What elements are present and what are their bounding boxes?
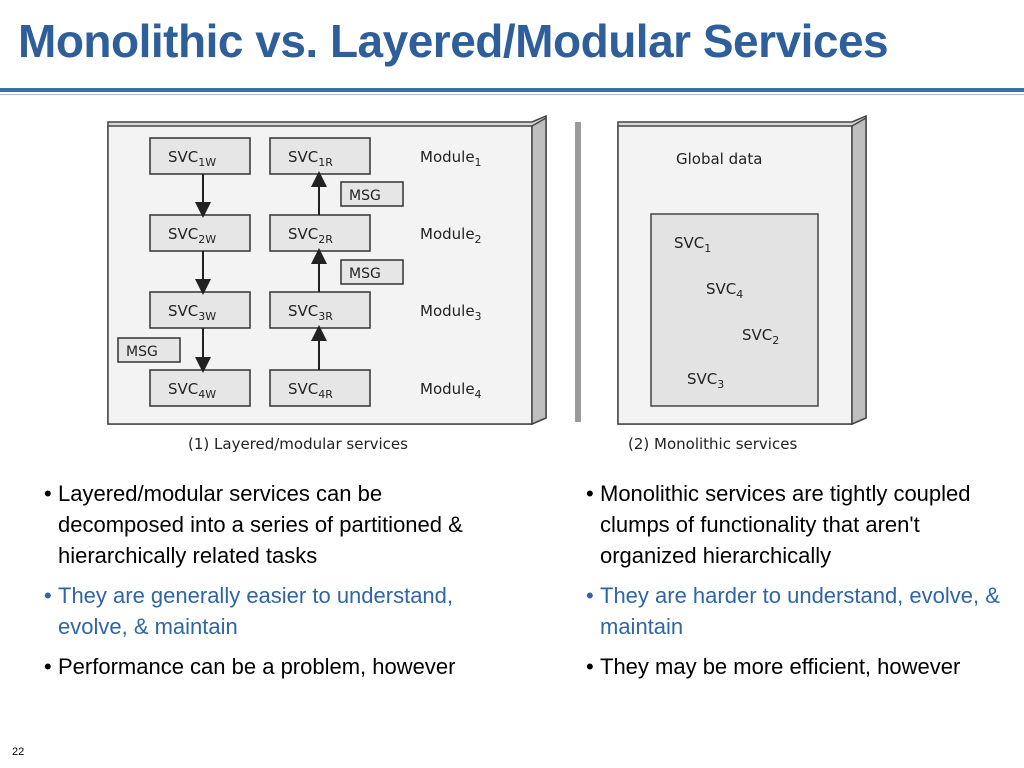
module-1-label: Module1 bbox=[420, 148, 482, 169]
svc-3r-label: SVC3R bbox=[288, 302, 333, 323]
svc-1w-box bbox=[149, 137, 251, 175]
module-3-label: Module3 bbox=[420, 302, 482, 323]
svc-2w-box bbox=[149, 214, 251, 252]
right-bullet-1: Monolithic services are tightly coupled … bbox=[586, 478, 1006, 571]
left-bullet-1: Layered/modular services can be decompos… bbox=[44, 478, 464, 571]
svc-3w-label: SVC3W bbox=[168, 302, 216, 323]
svc-1r-box bbox=[269, 137, 371, 175]
monolithic-panel bbox=[617, 114, 867, 426]
msg-box-1 bbox=[340, 181, 404, 207]
svc-1w-label: SVC1W bbox=[168, 148, 216, 169]
right-bullet-2: They are harder to understand, evolve, &… bbox=[586, 580, 1006, 642]
svc-2w-label: SVC2W bbox=[168, 225, 216, 246]
module-2-label: Module2 bbox=[420, 225, 482, 246]
right-bullet-3: They may be more efficient, however bbox=[586, 651, 1006, 682]
msg-box-3 bbox=[117, 337, 181, 363]
right-bullet-list: Monolithic services are tightly coupled … bbox=[586, 478, 1006, 691]
svc-3r-box bbox=[269, 291, 371, 329]
layered-caption: (1) Layered/modular services bbox=[188, 435, 408, 453]
monolithic-caption: (2) Monolithic services bbox=[628, 435, 797, 453]
mono-svc-4-label: SVC4 bbox=[706, 280, 743, 301]
slide-title: Monolithic vs. Layered/Modular Services bbox=[18, 15, 889, 67]
monolithic-services-box bbox=[650, 213, 819, 407]
msg-label-1: MSG bbox=[349, 188, 381, 204]
msg-box-2 bbox=[340, 259, 404, 285]
svc-2r-label: SVC2R bbox=[288, 225, 333, 246]
mono-svc-1-label: SVC1 bbox=[674, 234, 711, 255]
global-data-label: Global data bbox=[676, 150, 762, 168]
architecture-figure: SVC1W SVC1R Module1 SVC2W SVC2R Module2 … bbox=[107, 114, 867, 453]
mono-svc-2-label: SVC2 bbox=[742, 326, 779, 347]
title-divider-thin bbox=[0, 94, 1024, 95]
svc-4w-box bbox=[149, 369, 251, 407]
module-4-label: Module4 bbox=[420, 380, 482, 401]
svc-3w-box bbox=[149, 291, 251, 329]
svc-4r-box bbox=[269, 369, 371, 407]
msg-label-2: MSG bbox=[349, 266, 381, 282]
svc-4r-label: SVC4R bbox=[288, 380, 333, 401]
title-divider bbox=[0, 88, 1024, 92]
svc-4w-label: SVC4W bbox=[168, 380, 216, 401]
mono-svc-3-label: SVC3 bbox=[687, 370, 724, 391]
left-bullet-3: Performance can be a problem, however bbox=[44, 651, 464, 682]
figure-separator bbox=[575, 122, 581, 422]
left-bullet-2: They are generally easier to understand,… bbox=[44, 580, 464, 642]
left-bullet-list: Layered/modular services can be decompos… bbox=[44, 478, 464, 691]
msg-label-3: MSG bbox=[126, 344, 158, 360]
svc-1r-label: SVC1R bbox=[288, 148, 333, 169]
page-number: 22 bbox=[12, 746, 25, 758]
